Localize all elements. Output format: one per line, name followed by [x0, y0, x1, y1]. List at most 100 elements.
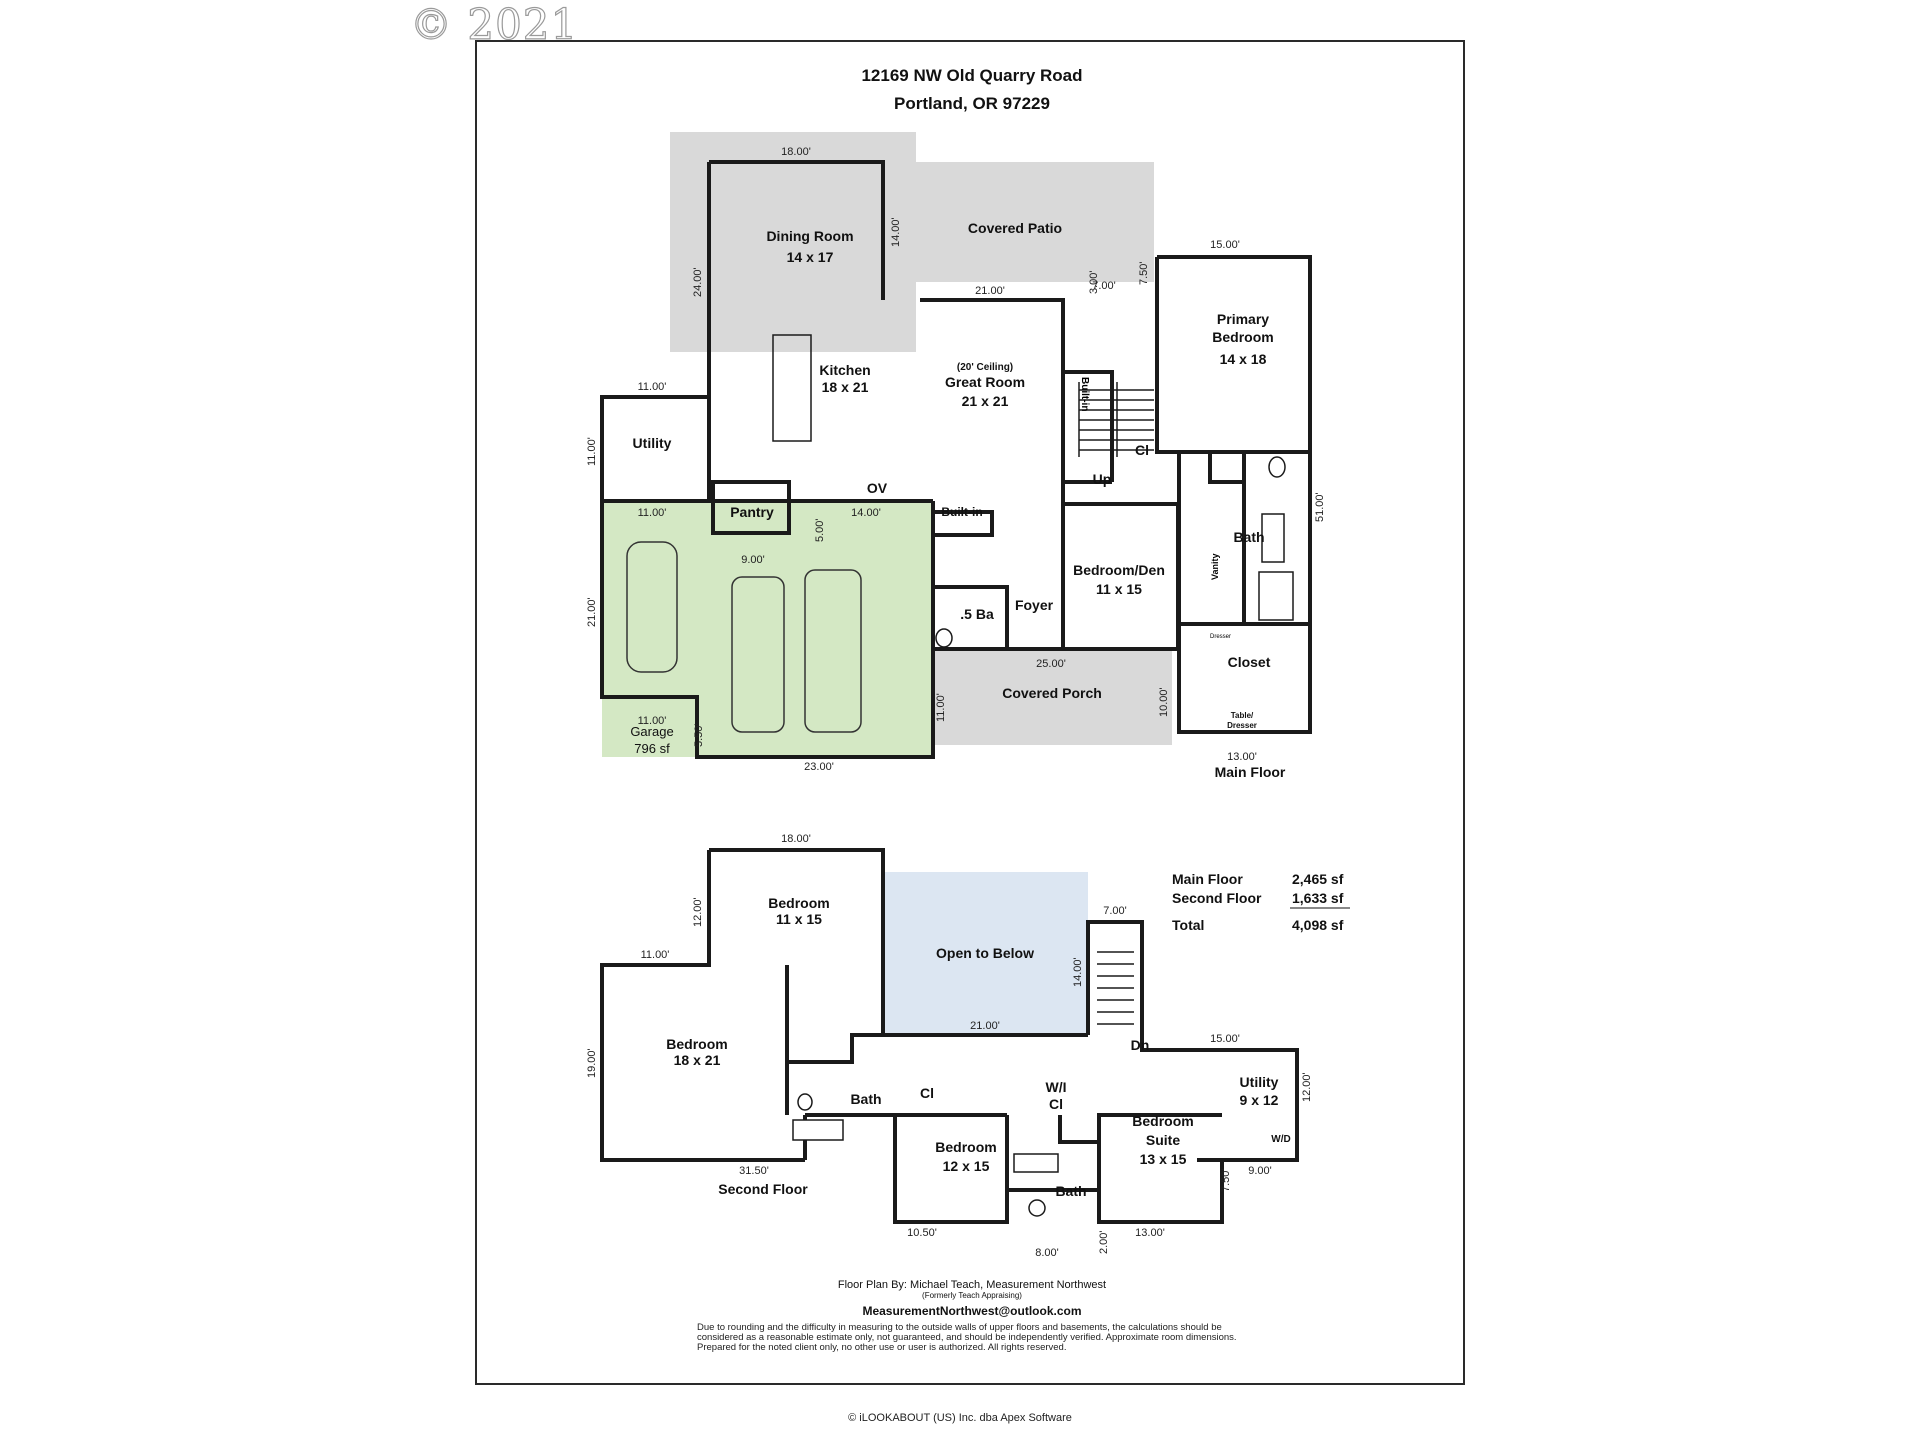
garage-cars: [626, 541, 862, 733]
primary-bedroom-line1: Primary: [1217, 311, 1269, 327]
disclaimer: Due to rounding and the difficulty in me…: [697, 1322, 1237, 1353]
dim-main-21: 21.00': [975, 285, 1005, 297]
dim-2nd-8: 8.00': [1035, 1247, 1059, 1259]
walk-in-closet-line1: W/I: [1046, 1079, 1067, 1095]
area-summary: Main Floor 2,465 sf Second Floor 1,633 s…: [1172, 871, 1350, 933]
dim-2nd-19: 19.00': [586, 1048, 598, 1078]
open-to-below-label: Open to Below: [936, 945, 1034, 961]
dim-main-15: 15.00': [1210, 239, 1240, 251]
main-walls: [600, 160, 1312, 759]
second-bath-fixtures: [792, 1093, 1059, 1217]
dim-main-11a: 11.00': [638, 381, 667, 393]
covered-patio: [883, 162, 1154, 282]
hall-bath-label: Bath: [850, 1091, 881, 1107]
vanity-label: Vanity: [1210, 553, 1220, 580]
main-room-labels: Dining Room 14 x 17 Covered Patio Primar…: [630, 220, 1286, 780]
dim-2nd-12v: 12.00': [692, 897, 704, 927]
floor-plan-drawing: Dining Room 14 x 17 Covered Patio Primar…: [586, 132, 1350, 1259]
utility-label: Utility: [633, 435, 672, 451]
dim-main-14v: 14.00': [890, 217, 902, 247]
suite-bath-label: Bath: [1055, 1183, 1086, 1199]
bath-fixtures: [935, 456, 1294, 648]
dining-room-name: Dining Room: [766, 228, 853, 244]
covered-porch: [932, 649, 1172, 745]
summary-value-1: 1,633 sf: [1292, 890, 1344, 906]
dim-main-7: 7.00': [1092, 280, 1116, 292]
primary-bedroom-size: 14 x 18: [1220, 351, 1267, 367]
floor-plan-sheet: 12169 NW Old Quarry Road Portland, OR 97…: [475, 40, 1465, 1385]
page-footer: © iLOOKABOUT (US) Inc. dba Apex Software: [848, 1412, 1072, 1424]
bedroom-2-size: 18 x 21: [674, 1052, 721, 1068]
main-dimensions-vertical: 14.00' 24.00' 3.00' 7.50' 11.00' 5.00' 2…: [586, 217, 1326, 747]
summary-value-0: 2,465 sf: [1292, 871, 1344, 887]
washer-dryer-label: W/D: [1271, 1134, 1290, 1145]
great-room-name: Great Room: [945, 374, 1025, 390]
dim-main-11v2: 11.00': [935, 693, 947, 722]
garage-floor: [602, 501, 933, 757]
dim-main-11v: 11.00': [586, 437, 598, 466]
second-floor-plan: Bedroom 11 x 15 Open to Below Bedroom 18…: [586, 833, 1313, 1259]
kitchen-name: Kitchen: [819, 362, 870, 378]
stair-down-label: Dn: [1131, 1037, 1150, 1053]
dim-main-5-5: 5.50': [693, 723, 705, 747]
great-room-size: 21 x 21: [962, 393, 1009, 409]
kitchen-island: [772, 334, 812, 442]
bedroom-3-size: 12 x 15: [943, 1158, 990, 1174]
bedroom-3-name: Bedroom: [935, 1139, 996, 1155]
main-floor-label: Main Floor: [1215, 764, 1286, 780]
dim-2nd-12v2: 12.00': [1301, 1072, 1313, 1102]
suite-line2: Suite: [1146, 1132, 1180, 1148]
pantry-label: Pantry: [730, 504, 774, 520]
second-walls: [600, 848, 1299, 1224]
bedroom-1-name: Bedroom: [768, 895, 829, 911]
summary-label-1: Second Floor: [1172, 890, 1262, 906]
dim-main-11b: 11.00': [638, 507, 667, 519]
garage-name: Garage: [630, 724, 673, 739]
summary-value-2: 4,098 sf: [1292, 917, 1344, 933]
dim-2nd-11: 11.00': [641, 949, 670, 961]
primary-bedroom-line2: Bedroom: [1212, 329, 1273, 345]
main-stairs: [1078, 382, 1154, 457]
second-dimensions-vertical: 12.00' 14.00' 19.00' 12.00' 7.50' 2.00': [586, 897, 1313, 1254]
utility-2-size: 9 x 12: [1240, 1092, 1279, 1108]
dim-main-24: 24.00': [692, 267, 704, 297]
closet-label: Closet: [1228, 654, 1271, 670]
dim-2nd-2: 2.00': [1098, 1230, 1110, 1254]
dim-2nd-9: 9.00': [1248, 1165, 1272, 1177]
open-to-below-area: [883, 872, 1088, 1035]
second-closet-cl-label: Cl: [920, 1085, 934, 1101]
summary-label-0: Main Floor: [1172, 871, 1243, 887]
built-in-label: Built-in: [941, 505, 982, 519]
dim-2nd-21: 21.00': [970, 1020, 1000, 1032]
dim-2nd-14v: 14.00': [1072, 957, 1084, 987]
second-floor-label: Second Floor: [718, 1181, 808, 1197]
den-size: 11 x 15: [1096, 581, 1142, 597]
dim-main-3: 3.00': [1088, 270, 1100, 294]
dim-main-18: 18.00': [781, 146, 811, 158]
dining-room-size: 14 x 17: [787, 249, 834, 265]
dim-main-23: 23.00': [804, 761, 834, 773]
built-in-vertical-label: Built-in: [1079, 377, 1090, 411]
credit-formerly: (Formerly Teach Appraising): [922, 1291, 1022, 1300]
foyer-label: Foyer: [1015, 597, 1054, 613]
kitchen-size: 18 x 21: [822, 379, 869, 395]
second-dimensions: 18.00' 11.00' 7.00' 21.00' 15.00' 31.50'…: [641, 833, 1272, 1259]
table-dresser-line2: Dresser: [1227, 721, 1257, 730]
dresser-label: Dresser: [1210, 634, 1231, 640]
second-room-labels: Bedroom 11 x 15 Open to Below Bedroom 18…: [666, 895, 1290, 1199]
bedroom-2-name: Bedroom: [666, 1036, 727, 1052]
credit-by: Floor Plan By: Michael Teach, Measuremen…: [837, 1279, 1107, 1291]
dim-2nd-7-5: 7.50': [1220, 1168, 1232, 1192]
closet-cl-label: Cl: [1135, 442, 1149, 458]
address-line-2: Portland, OR 97229: [894, 94, 1050, 113]
suite-size: 13 x 15: [1140, 1151, 1187, 1167]
dim-main-9: 9.00': [741, 554, 765, 566]
dim-main-51: 51.00': [1314, 492, 1326, 522]
covered-porch-label: Covered Porch: [1002, 685, 1102, 701]
covered-patio-label: Covered Patio: [968, 220, 1062, 236]
credit-email: MeasurementNorthwest@outlook.com: [862, 1304, 1082, 1318]
second-stairs: [1097, 951, 1134, 1025]
dim-main-5: 5.00': [814, 518, 826, 542]
dim-2nd-18: 18.00': [781, 833, 811, 845]
main-floor-plan: Dining Room 14 x 17 Covered Patio Primar…: [586, 132, 1326, 780]
